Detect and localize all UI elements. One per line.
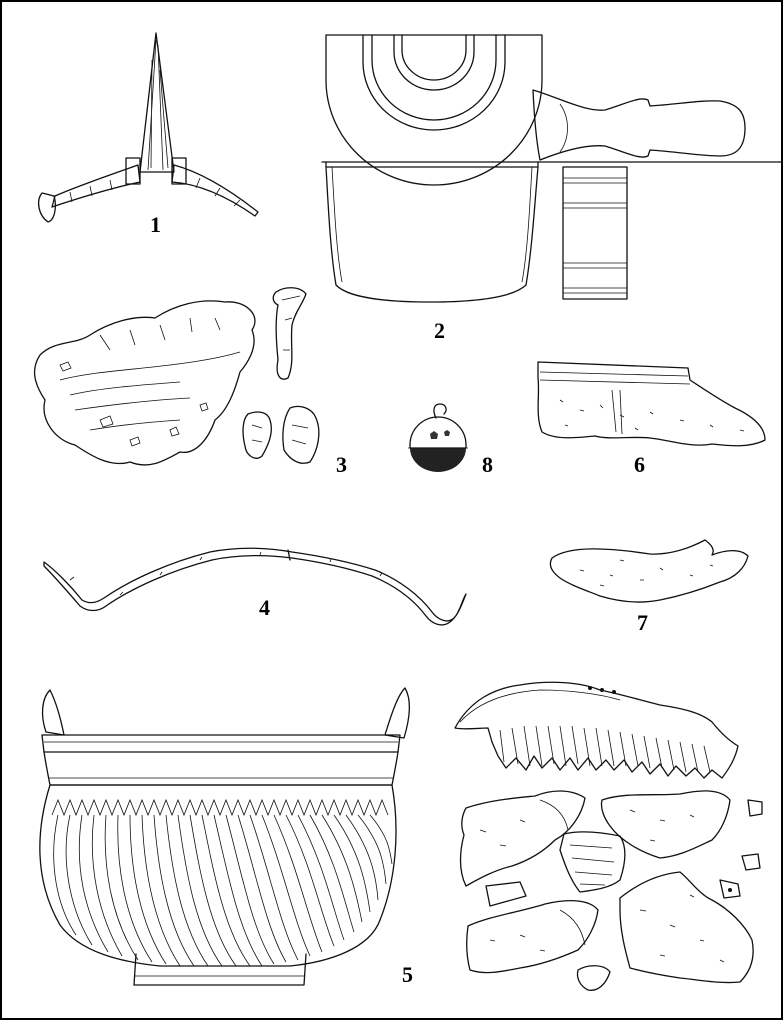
find-7-fragment-drawing: 7 [549,539,749,635]
label-1: 1 [150,212,161,237]
label-2: 2 [434,318,445,343]
label-3: 3 [336,452,347,477]
find-6-rim-fragment-drawing: 6 [537,361,766,477]
find-5-fluted-bowl-drawing: 5 [39,687,413,987]
find-4-bow-handle-drawing: 4 [43,547,467,626]
find-3-fragments-drawing: 3 [33,287,347,477]
find-8-bell-drawing: 8 [408,403,493,477]
label-7: 7 [637,610,648,635]
label-5: 5 [402,962,413,987]
label-6: 6 [634,452,645,477]
label-4: 4 [259,595,270,620]
label-8: 8 [482,452,493,477]
find-2-patera-drawing: 2 [321,34,783,343]
find-1-spur-drawing: 1 [37,32,259,237]
bowl-fragments-group-drawing [454,681,763,991]
